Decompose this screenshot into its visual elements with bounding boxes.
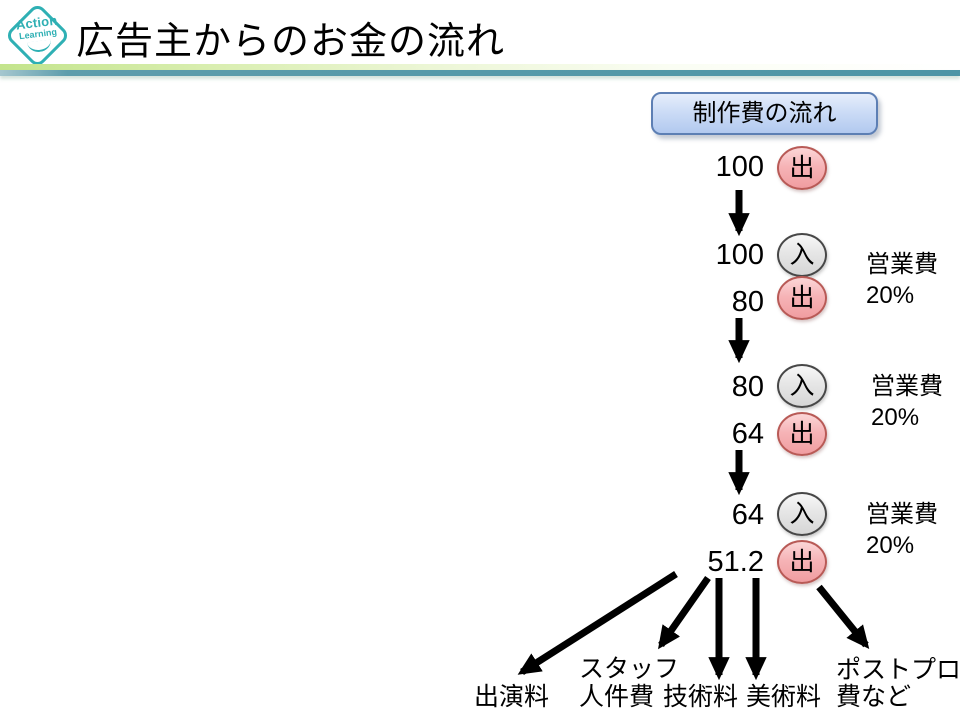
fan-arrow-postpro-cost	[816, 584, 870, 650]
out-badge-3: 出	[777, 412, 827, 456]
output-label-technical-fee: 技術料	[663, 683, 739, 711]
side-label-name: 営業費	[871, 373, 943, 400]
side-label-name: 営業費	[866, 251, 938, 278]
in-badge-3: 入	[777, 492, 827, 536]
slide-title: 広告主からのお金の流れ	[76, 21, 506, 63]
out-badge-4: 出	[777, 540, 827, 584]
out-badge-2: 出	[777, 276, 827, 320]
flow-amount-4: 80	[731, 371, 764, 403]
side-label-pct: 20%	[866, 532, 915, 559]
in-badge-2: 入	[777, 364, 827, 408]
flow-amount-3: 80	[731, 286, 764, 318]
flow-amount-5: 64	[731, 418, 764, 450]
flow-amount-1: 100	[715, 151, 764, 183]
output-label-postpro-cost: ポストプロ 費など	[836, 656, 960, 711]
flow-amount-2: 100	[715, 239, 764, 271]
flow-title-box: 制作費の流れ	[651, 92, 878, 135]
header-rule-green	[0, 64, 960, 70]
side-label-sales-cost-2: 営業費 20%	[871, 371, 943, 433]
output-label-art-fee: 美術料	[746, 683, 822, 711]
side-label-sales-cost-3: 営業費 20%	[866, 499, 938, 561]
side-label-sales-cost-1: 営業費 20%	[866, 249, 938, 311]
action-learning-logo: Action Learning	[4, 2, 71, 70]
header-rule-teal	[0, 70, 960, 76]
side-label-pct: 20%	[871, 404, 920, 431]
flow-amount-6: 64	[731, 499, 764, 531]
output-label-cast-fee: 出演料	[474, 683, 550, 711]
out-badge-1: 出	[777, 146, 827, 190]
output-label-staff-cost: スタッフ 人件費	[579, 655, 680, 711]
in-badge-1: 入	[777, 233, 827, 277]
flow-amount-7: 51.2	[707, 546, 764, 578]
fan-arrow-staff-cost	[658, 575, 711, 650]
side-label-pct: 20%	[866, 282, 915, 309]
side-label-name: 営業費	[866, 501, 938, 528]
